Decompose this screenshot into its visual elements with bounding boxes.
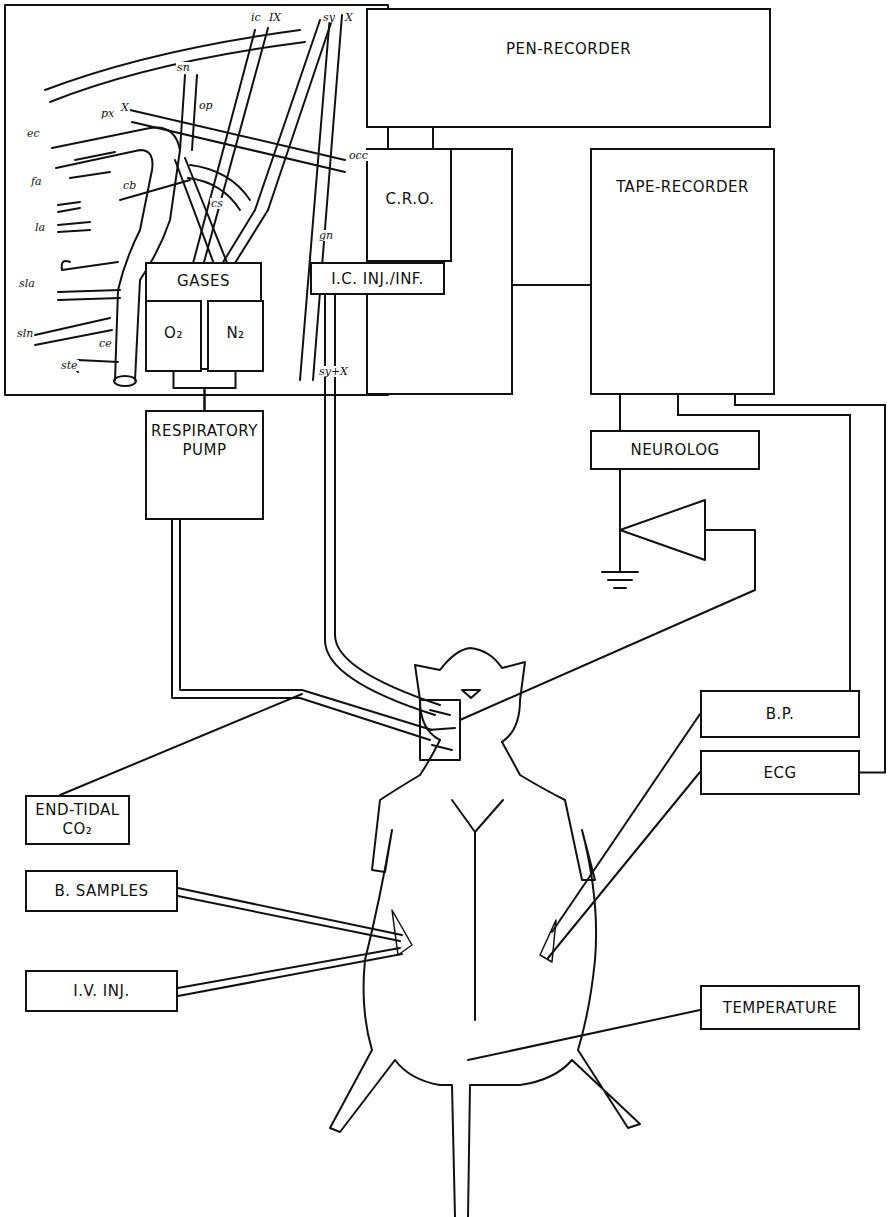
node-label: TAPE-RECORDER (592, 178, 773, 197)
end-tidal-box: END-TIDAL CO₂ (25, 795, 130, 845)
node-label: B.P. (702, 705, 858, 724)
node-label: ECG (702, 764, 858, 783)
tape-recorder-box: TAPE-RECORDER (590, 148, 775, 395)
anatomy-label: X (120, 102, 130, 113)
anatomy-label: ec (26, 128, 41, 139)
iv-injection-box: I.V. INJ. (25, 970, 178, 1012)
anatomy-label: px (100, 108, 115, 119)
neurolog-box: NEUROLOG (590, 430, 760, 470)
ecg-box: ECG (700, 750, 860, 795)
pen-recorder-box: PEN-RECORDER (366, 8, 771, 128)
ic-injection-box: I.C. INJ./INF. (310, 262, 445, 295)
anatomy-label: sln (16, 328, 34, 339)
anatomy-label: la (34, 222, 46, 233)
anatomy-label: ic (250, 12, 262, 23)
anatomy-label: cb (122, 180, 137, 191)
inset-frame (5, 5, 388, 395)
temperature-box: TEMPERATURE (700, 985, 860, 1030)
node-label: O₂ (147, 324, 200, 343)
node-label: PEN-RECORDER (368, 40, 769, 59)
anatomy-label: ce (98, 338, 113, 349)
gases-box: GASES O₂ N₂ (145, 262, 262, 370)
neck-incision (420, 700, 460, 760)
connector-line (620, 395, 621, 430)
node-label: TEMPERATURE (702, 999, 858, 1018)
anatomy-label: sy (322, 12, 336, 23)
recording-lead (460, 470, 755, 720)
anatomy-label: sn (176, 62, 191, 73)
connector-line (433, 128, 434, 148)
node-label: GASES (147, 272, 260, 291)
node-label: RESPIRATORY PUMP (147, 422, 262, 460)
node-label: C.R.O. (368, 190, 452, 209)
connector-line (205, 372, 236, 410)
anatomy-label: op (198, 100, 214, 111)
cat-outline (330, 648, 640, 1217)
anatomy-label: gn (318, 230, 334, 241)
anatomy-label: ste (60, 360, 79, 371)
anatomy-label: sy+X (318, 366, 349, 377)
node-label: I.C. INJ./INF. (312, 270, 443, 289)
node-label: N₂ (209, 324, 262, 343)
node-label: NEUROLOG (592, 441, 758, 460)
connector-line (513, 285, 590, 286)
nitrogen-box: N₂ (207, 300, 264, 372)
node-label: END-TIDAL CO₂ (27, 801, 128, 839)
anatomy-label: sla (18, 278, 36, 289)
anatomy-label: X (344, 12, 354, 23)
node-label: B. SAMPLES (27, 882, 176, 901)
blood-samples-box: B. SAMPLES (25, 870, 178, 912)
anatomy-label: fa (30, 176, 43, 187)
tracheal-tube (60, 520, 432, 795)
nerve-trunks (35, 15, 345, 380)
anatomy-label: cs (210, 198, 224, 209)
node-label: I.V. INJ. (27, 982, 176, 1001)
respiratory-pump-box: RESPIRATORY PUMP (145, 410, 264, 520)
anatomy-label: occ (348, 150, 369, 161)
oxygen-box: O₂ (145, 300, 202, 372)
bp-box: B.P. (700, 690, 860, 738)
anatomy-label: IX (268, 12, 282, 23)
catheter-lines (178, 714, 700, 1060)
connector-line (174, 372, 205, 410)
